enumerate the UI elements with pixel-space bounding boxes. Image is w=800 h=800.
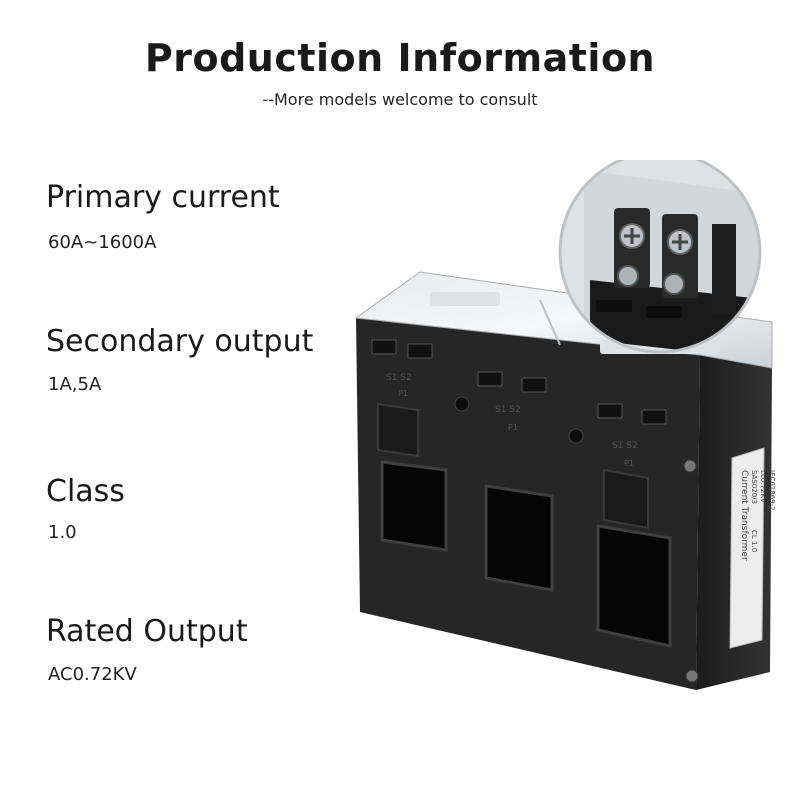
- spec-label-primary-current: Primary current: [46, 180, 280, 215]
- terminal-label: S1 S2: [612, 441, 638, 451]
- spec-value-primary-current: 60A~1600A: [48, 232, 157, 253]
- svg-text:LL0.72KV: LL0.72KV: [759, 470, 767, 503]
- device-side-label: [729, 447, 765, 649]
- svg-text:IEC61869-2: IEC61869-2: [768, 470, 776, 511]
- mounting-clip: [603, 468, 649, 530]
- spec-value-class: 1.0: [48, 522, 77, 543]
- terminal-slots: [371, 339, 667, 425]
- spec-value-secondary-output: 1A,5A: [48, 374, 102, 395]
- terminal-label: S1 S2: [495, 405, 521, 415]
- spec-label-class: Class: [46, 474, 125, 509]
- page-title: Production Information: [144, 36, 656, 80]
- current-transformer-image: Current Transformer SAS020/3 CL 1.0 LL0.…: [354, 160, 776, 690]
- side-label-text: Current Transformer SAS020/3 CL 1.0 LL0.…: [739, 470, 776, 561]
- spec-label-secondary-output: Secondary output: [46, 324, 314, 359]
- svg-text:SAS020/3: SAS020/3: [750, 470, 758, 504]
- svg-text:Current Transformer: Current Transformer: [739, 470, 749, 561]
- phase-label: P1: [624, 459, 634, 468]
- svg-text:CL 1.0: CL 1.0: [750, 530, 758, 552]
- phase-label: P1: [398, 389, 408, 398]
- spec-label-rated-output: Rated Output: [46, 614, 248, 649]
- terminal-label: S1 S2: [386, 373, 412, 383]
- phase-label: P1: [508, 423, 518, 432]
- terminal-closeup-inset: [558, 160, 762, 354]
- spec-value-rated-output: AC0.72KV: [48, 664, 137, 685]
- conductor-windows: [380, 460, 672, 648]
- mounting-clip: [377, 402, 419, 458]
- page-subtitle: --More models welcome to consult: [262, 90, 538, 109]
